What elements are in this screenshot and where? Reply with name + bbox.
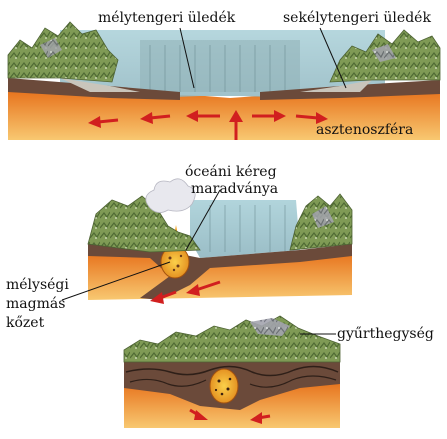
panel3-pluton (209, 368, 239, 404)
panel1-shallow-sediment-left (60, 78, 140, 92)
panel1-convection-arrows (88, 110, 328, 140)
panel3-arrows (189, 408, 271, 424)
label-plutonic-line2: magmás (6, 296, 65, 312)
panel-3-fold-mountains (123, 315, 341, 428)
label-shallow-sea-sediment: sekélytengeri üledék (283, 10, 431, 26)
label-plutonic-line1: mélységi (6, 277, 69, 293)
label-deep-sea-sediment: mélytengeri üledék (98, 10, 236, 26)
panel3-mountain-surface (123, 315, 341, 363)
label-oceanic-crust-line2: maradványa (191, 181, 278, 197)
panel1-asthenosphere (8, 88, 440, 140)
label-asthenosphere: asztenoszféra (316, 122, 413, 138)
panel1-left-mountains (7, 21, 119, 83)
panel2-sea (190, 200, 300, 258)
panel2-crust (88, 244, 352, 300)
panel-1-rifting-ocean (7, 21, 441, 140)
panel2-left-mountains (87, 195, 201, 253)
panel-2-subduction (61, 178, 353, 304)
panel2-arrows (150, 280, 221, 304)
panel2-volcano-cloud (145, 178, 196, 213)
label-fold-mountain: gyűrthegység (337, 326, 434, 342)
label-plutonic-line3: kőzet (6, 315, 45, 331)
panel1-shallow-sediment-right (300, 80, 372, 92)
label-oceanic-crust-line1: óceáni kéreg (185, 164, 277, 180)
